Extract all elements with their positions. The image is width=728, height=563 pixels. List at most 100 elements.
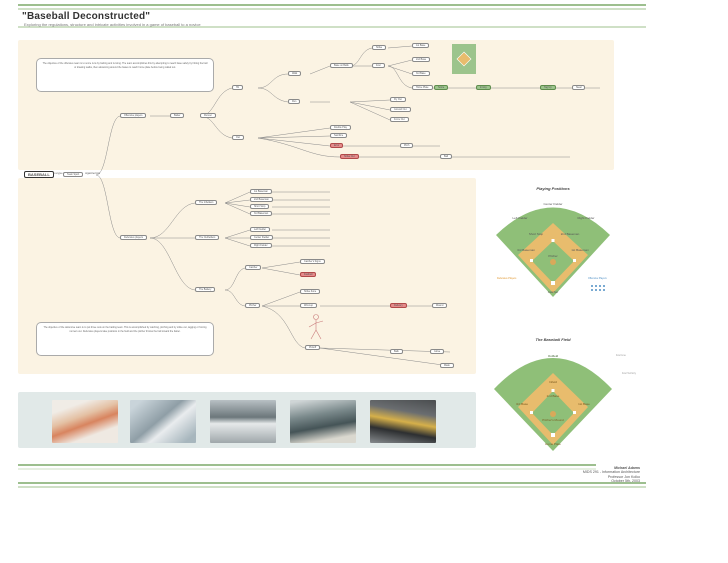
offense-note: The objective of the offensive team is t… [36, 58, 214, 92]
photo-pitcher [210, 400, 276, 443]
label-3rd-baseman: 3rd Baseman [517, 248, 535, 252]
photo-batter [52, 400, 118, 443]
page-subtitle: Exploring the regulations, structure and… [24, 22, 201, 27]
node-strike-zone[interactable]: Strike Zone [300, 289, 321, 294]
baseball-field-diagram: Outfield Infield Pitcher's Mound Home Pl… [494, 354, 612, 451]
label-infield: Infield [549, 380, 557, 384]
label-1st-base: 1st Base [578, 402, 590, 406]
author-name: Michael Adams [613, 466, 640, 470]
node-inning[interactable]: Inning [476, 85, 491, 90]
node-glove[interactable]: Glove [430, 349, 445, 354]
photo-runner [130, 400, 196, 443]
node-center-fielder[interactable]: Center Fielder [250, 235, 274, 240]
legend-offensive-players: Offensive Players [588, 277, 607, 280]
node-tag-up[interactable]: Tag Up [540, 85, 556, 90]
label-foul-line: Foul Line [616, 354, 626, 357]
node-1st-base[interactable]: 1st Base [412, 43, 430, 48]
node-team-sport[interactable]: Team Sport [63, 172, 84, 177]
node-walk[interactable]: Walk [288, 71, 302, 76]
page-title: "Baseball Deconstructed" [22, 11, 151, 22]
node-fastball[interactable]: Fastball [300, 272, 317, 277]
node-sacrifice[interactable]: Sacrifice [330, 133, 348, 138]
footer-stripes-bottom [18, 482, 646, 490]
label-1st-baseman: 1st Baseman [571, 248, 589, 252]
node-mask[interactable]: Mask [440, 363, 454, 368]
node-3rd-base[interactable]: 3rd Base [412, 71, 430, 76]
node-foul[interactable]: Foul [372, 63, 385, 68]
mini-field-diagram [452, 44, 476, 74]
node-2nd-base[interactable]: 2nd Base [412, 57, 431, 62]
label-pitcher: Pitcher [548, 254, 557, 258]
label-2nd-base: 2nd Base [547, 394, 560, 398]
title-rule [18, 26, 646, 30]
label-short-stop: Short Stop [529, 232, 544, 236]
node-base-on-balls[interactable]: Base on Balls [330, 63, 353, 68]
node-ball[interactable]: Ball [440, 154, 452, 159]
label-catcher: Catcher [548, 290, 559, 294]
node-force-out[interactable]: Force Out [390, 117, 409, 122]
label-2nd-baseman: 2nd Baseman [561, 232, 580, 236]
node-1st-baseman[interactable]: 1st Baseman [250, 189, 272, 194]
node-pitch[interactable]: Pitch [400, 143, 414, 148]
node-wind-up[interactable]: Wind-up [300, 303, 317, 308]
node-delivery[interactable]: Delivery [390, 303, 407, 308]
node-catcher[interactable]: Catcher [245, 265, 262, 270]
node-strike-out[interactable]: Strike Out [340, 154, 359, 159]
node-left-fielder[interactable]: Left Fielder [250, 227, 270, 232]
playing-positions-diagram: Left Fielder Center Fielder Right Fielde… [496, 202, 610, 297]
node-runner[interactable]: Runner [200, 113, 216, 118]
node-battery[interactable]: The Battery [195, 287, 216, 292]
footer-stripes-top [18, 464, 596, 472]
node-pitcher[interactable]: Pitcher [245, 303, 261, 308]
node-right-fielder[interactable]: Right Fielder [250, 243, 272, 248]
node-steal[interactable]: Steal [572, 85, 586, 90]
node-double-play[interactable]: Double Play [330, 125, 351, 130]
header-stripes [18, 4, 646, 12]
defense-note: The objective of the defensive team is t… [36, 322, 214, 356]
node-fly-out[interactable]: Fly Out [390, 97, 406, 102]
label-foul-territory: Foul Territory [622, 372, 636, 375]
playing-positions-title: Playing Positions [536, 186, 570, 191]
node-strike[interactable]: Strike [372, 45, 387, 50]
node-error[interactable]: Error [330, 143, 344, 148]
root-node-baseball[interactable]: BASEBALL [24, 171, 54, 178]
node-hit[interactable]: Hit [232, 85, 243, 90]
branch-defensive-players[interactable]: Defensive players [120, 235, 148, 240]
label-pitchers-mound: Pitcher's Mound [542, 418, 564, 422]
node-3rd-baseman[interactable]: 3rd Baseman [250, 211, 273, 216]
label-left-fielder: Left Fielder [512, 216, 527, 220]
node-pickoff[interactable]: Pickoff [305, 345, 321, 350]
edge-label-organized-into: organized into [85, 172, 101, 175]
node-batter[interactable]: Batter [170, 113, 185, 118]
label-outfield: Outfield [548, 354, 559, 358]
label-right-fielder: Right Fielder [577, 216, 594, 220]
edge-label-type-of: is a type of [53, 172, 65, 175]
node-mound[interactable]: Mound [432, 303, 448, 308]
label-center-fielder: Center Fielder [543, 202, 562, 206]
legend-offensive-dots [591, 285, 605, 291]
branch-offensive-players[interactable]: Offensive players [120, 113, 147, 118]
footer-credits: Michael Adams MIDS 291 - Information Arc… [583, 466, 640, 484]
node-balk[interactable]: Balk [390, 349, 403, 354]
node-2nd-baseman[interactable]: 2nd Baseman [250, 197, 273, 202]
label-3rd-base: 3rd Base [516, 402, 528, 406]
course-name: MIDS 291 - Information Architecture [582, 470, 640, 475]
node-out[interactable]: Out [232, 135, 244, 140]
node-catchers-signs[interactable]: Catcher's Signs [300, 259, 325, 264]
node-home-plate[interactable]: Home Plate [412, 85, 433, 90]
node-outfielders[interactable]: The Outfielders [195, 235, 220, 240]
legend-defensive-players: Defensive Players [497, 277, 517, 280]
label-home-plate: Home Plate [545, 442, 561, 446]
node-short-stop[interactable]: Short Stop [250, 204, 270, 209]
node-run[interactable]: Run [288, 99, 301, 104]
node-ground-out[interactable]: Ground Out [390, 107, 411, 112]
node-infielders[interactable]: The Infielders [195, 200, 218, 205]
baseball-field-title: The Baseball Field [535, 337, 571, 342]
date: October 5th, 2003 [611, 479, 640, 484]
node-score[interactable]: Score [434, 85, 449, 90]
photo-fielder [290, 400, 356, 443]
pitcher-sketch [308, 314, 324, 340]
professor-name: Professor Jon Kolko [607, 474, 640, 479]
photo-slide [370, 400, 436, 443]
